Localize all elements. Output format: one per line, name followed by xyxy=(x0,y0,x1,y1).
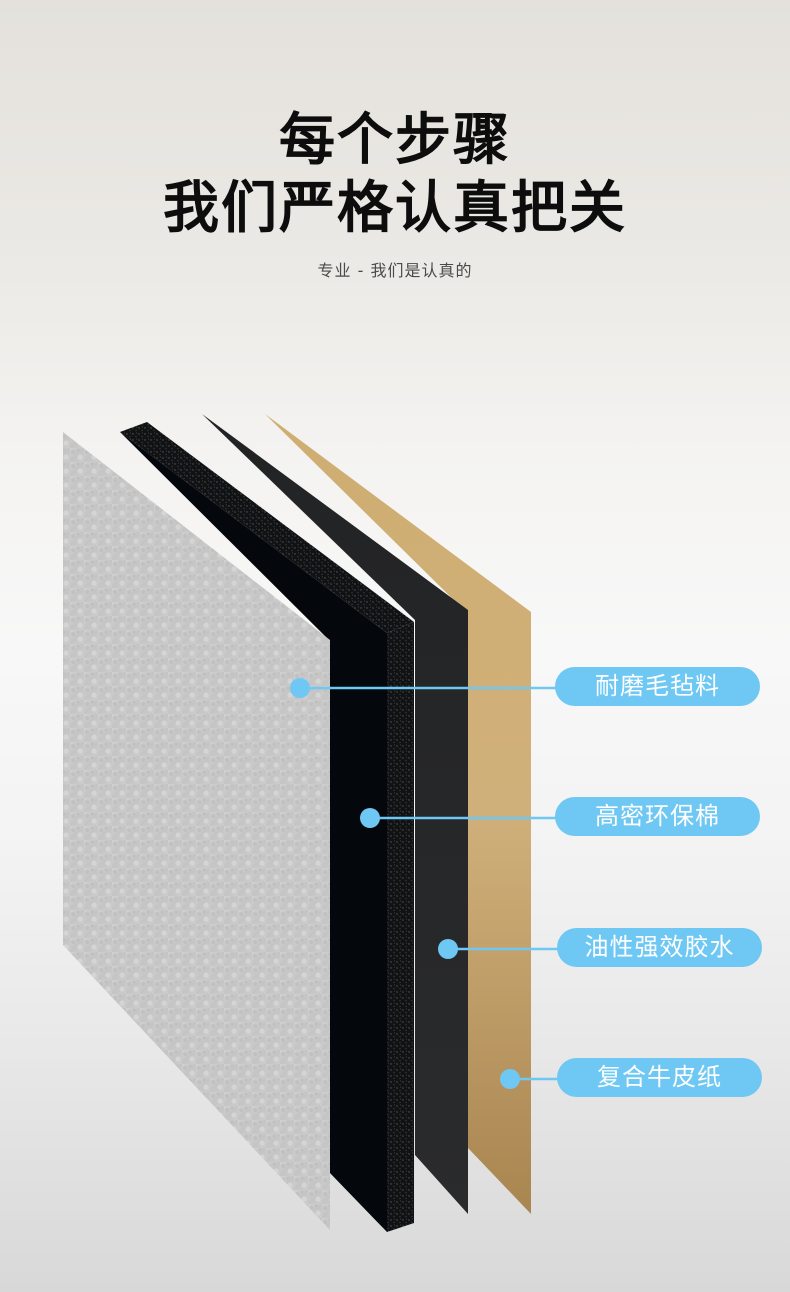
felt-layer xyxy=(63,432,330,1230)
label-glue: 油性强效胶水 xyxy=(557,928,762,967)
foam-top-face xyxy=(120,422,414,633)
callout-dot-4 xyxy=(500,1069,520,1089)
callout-dot-3 xyxy=(438,939,458,959)
label-felt: 耐磨毛毡料 xyxy=(555,667,760,706)
label-kraft: 复合牛皮纸 xyxy=(557,1058,762,1097)
foam-front-face xyxy=(120,432,387,1232)
headline-line-2: 我们严格认真把关 xyxy=(163,176,627,241)
headline-line-1: 每个步骤 xyxy=(279,108,511,173)
glue-sheet-layer xyxy=(202,414,468,1214)
label-foam: 高密环保棉 xyxy=(555,797,760,836)
kraft-paper-layer xyxy=(265,414,531,1214)
subtitle: 专业 - 我们是认真的 xyxy=(317,261,473,280)
foam-side-face xyxy=(387,622,414,1232)
callout-dot-1 xyxy=(290,678,310,698)
callout-dot-2 xyxy=(360,808,380,828)
